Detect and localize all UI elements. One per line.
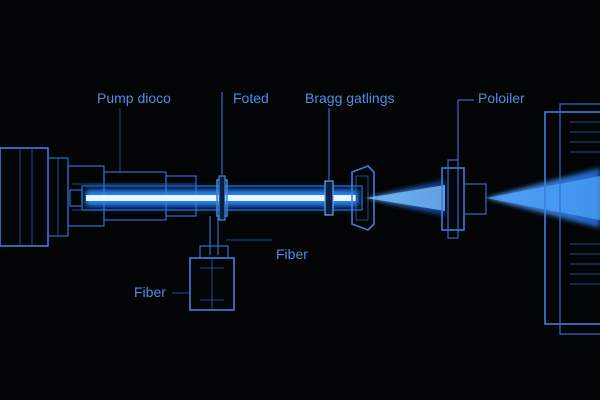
label-fiber-left: Fiber [134,284,166,300]
label-bragg-gratings: Bragg gatlings [305,90,395,106]
label-fbg: Foted [233,90,269,106]
label-fiber-right: Fiber [276,246,308,262]
leader-lines [119,108,272,294]
polarizer-mount [441,99,487,239]
detector-housing [544,103,600,335]
label-pump-diode: Pump dioco [97,90,171,106]
fiber-coupler [189,245,235,311]
fbg-clamp [209,92,228,255]
bragg-grating [324,108,334,216]
label-polarizer: Poloiler [478,90,525,106]
